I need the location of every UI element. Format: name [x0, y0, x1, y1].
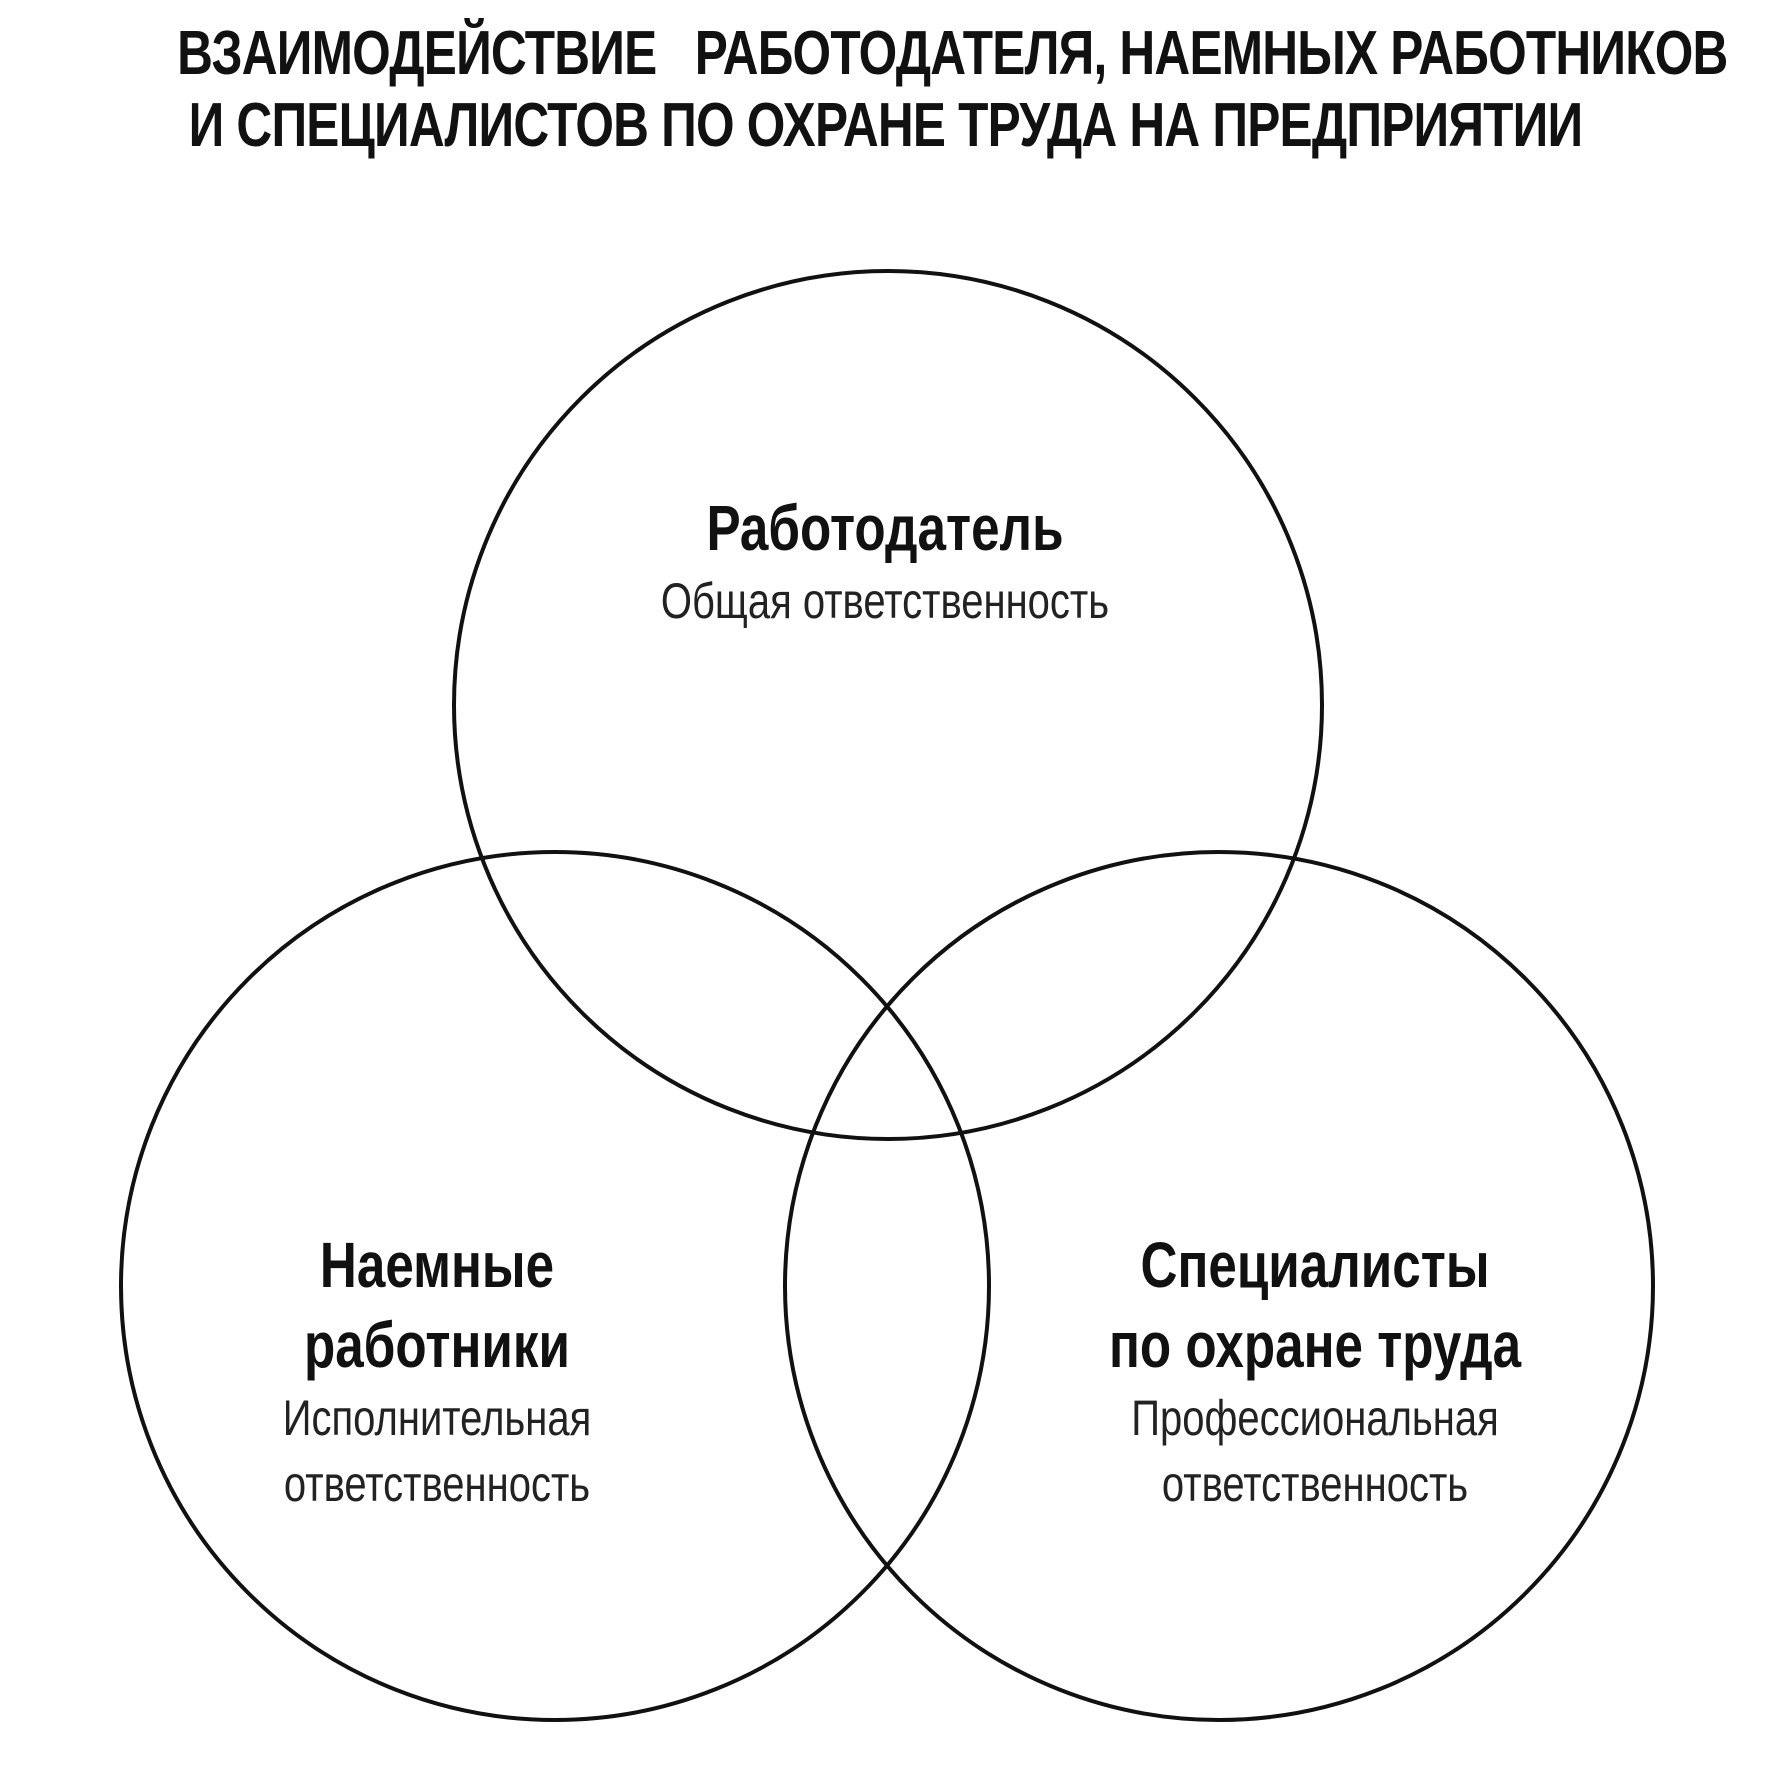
specialists-name-line-2: по охране труда	[1108, 1309, 1522, 1381]
employer-label: Работодатель Общая ответственность	[645, 488, 1125, 634]
circle-employees	[119, 850, 991, 1722]
specialists-responsibility-line-2: ответственность	[1161, 1456, 1469, 1512]
specialists-responsibility-line-1: Профессиональная	[1131, 1390, 1499, 1446]
diagram-title: ВЗАИМОДЕЙСТВИЕ РАБОТОДАТЕЛЯ, НАЕМНЫХ РАБО…	[177, 18, 1728, 162]
employees-label: Наемные работники Исполнительная ответст…	[237, 1225, 637, 1517]
employees-responsibility-line-1: Исполнительная	[282, 1390, 592, 1446]
employees-name-line-1: Наемные	[319, 1229, 555, 1301]
circle-employer	[452, 269, 1324, 1141]
title-line-1-part-1: ВЗАИМОДЕЙСТВИЕ	[177, 19, 657, 88]
employees-responsibility-line-2: ответственность	[283, 1456, 591, 1512]
employer-responsibility: Общая ответственность	[660, 573, 1110, 629]
circle-specialists	[783, 850, 1655, 1722]
employer-name: Работодатель	[706, 492, 1064, 564]
specialists-label: Специалисты по охране труда Профессионал…	[1091, 1225, 1539, 1517]
employees-name-line-2: работники	[304, 1309, 570, 1381]
title-line-2: И СПЕЦИАЛИСТОВ ПО ОХРАНЕ ТРУДА НА ПРЕДПР…	[188, 91, 1584, 160]
specialists-name-line-1: Специалисты	[1140, 1229, 1490, 1301]
title-line-1: ВЗАИМОДЕЙСТВИЕ РАБОТОДАТЕЛЯ, НАЕМНЫХ РАБО…	[177, 18, 1728, 90]
title-line-1-part-2: РАБОТОДАТЕЛЯ, НАЕМНЫХ РАБОТНИКОВ	[694, 19, 1729, 88]
